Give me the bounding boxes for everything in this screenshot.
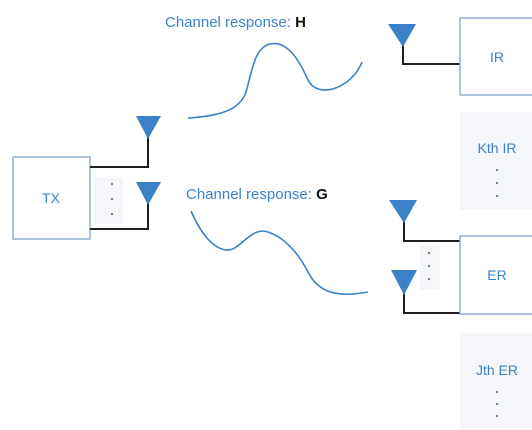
kth-ir-dot — [495, 168, 499, 172]
channel-g-symbol: G — [316, 186, 328, 203]
tx-top-wire — [90, 130, 149, 168]
kth-ir-dot — [495, 194, 499, 198]
ir-wire — [402, 38, 460, 65]
ir-antenna-icon — [388, 24, 416, 47]
tx-antenna-top-icon — [136, 116, 161, 139]
channel-g-label: Channel response: G — [186, 186, 328, 203]
jth-er-label: Jth ER — [476, 362, 518, 378]
channel-h-curve — [187, 42, 363, 119]
ir-block — [459, 17, 532, 96]
channel-h-symbol: H — [295, 14, 306, 31]
jth-er-block — [460, 333, 532, 430]
er-ellipsis-dot — [427, 251, 431, 255]
tx-bottom-wire — [90, 196, 149, 230]
jth-er-dot — [495, 402, 499, 406]
tx-ellipsis-dot — [110, 212, 114, 216]
er-antenna-top-icon — [389, 200, 417, 223]
tx-block — [12, 156, 91, 240]
er-top-wire — [403, 214, 460, 242]
er-ellipsis-dot — [427, 264, 431, 268]
jth-er-dot — [495, 390, 499, 394]
ir-label: IR — [490, 49, 504, 65]
channel-g-curve — [190, 210, 369, 295]
tx-antenna-bottom-icon — [136, 182, 161, 205]
channel-h-label: Channel response: H — [165, 14, 306, 31]
channel-h-prefix: Channel response: — [165, 14, 295, 31]
tx-ellipsis-dot — [110, 182, 114, 186]
tx-ellipsis-dot — [110, 197, 114, 201]
tx-label: TX — [42, 190, 61, 206]
er-ellipsis-dot — [427, 277, 431, 281]
kth-ir-block — [460, 112, 532, 210]
jth-er-dot — [495, 414, 499, 418]
er-antenna-bottom-icon — [391, 270, 417, 295]
tx-ellipsis-area — [95, 178, 123, 224]
er-label: ER — [487, 267, 506, 283]
channel-g-prefix: Channel response: — [186, 186, 316, 203]
kth-ir-dot — [495, 181, 499, 185]
er-block — [459, 235, 532, 315]
er-ellipsis-area — [420, 246, 440, 290]
kth-ir-label: Kth IR — [478, 140, 517, 156]
